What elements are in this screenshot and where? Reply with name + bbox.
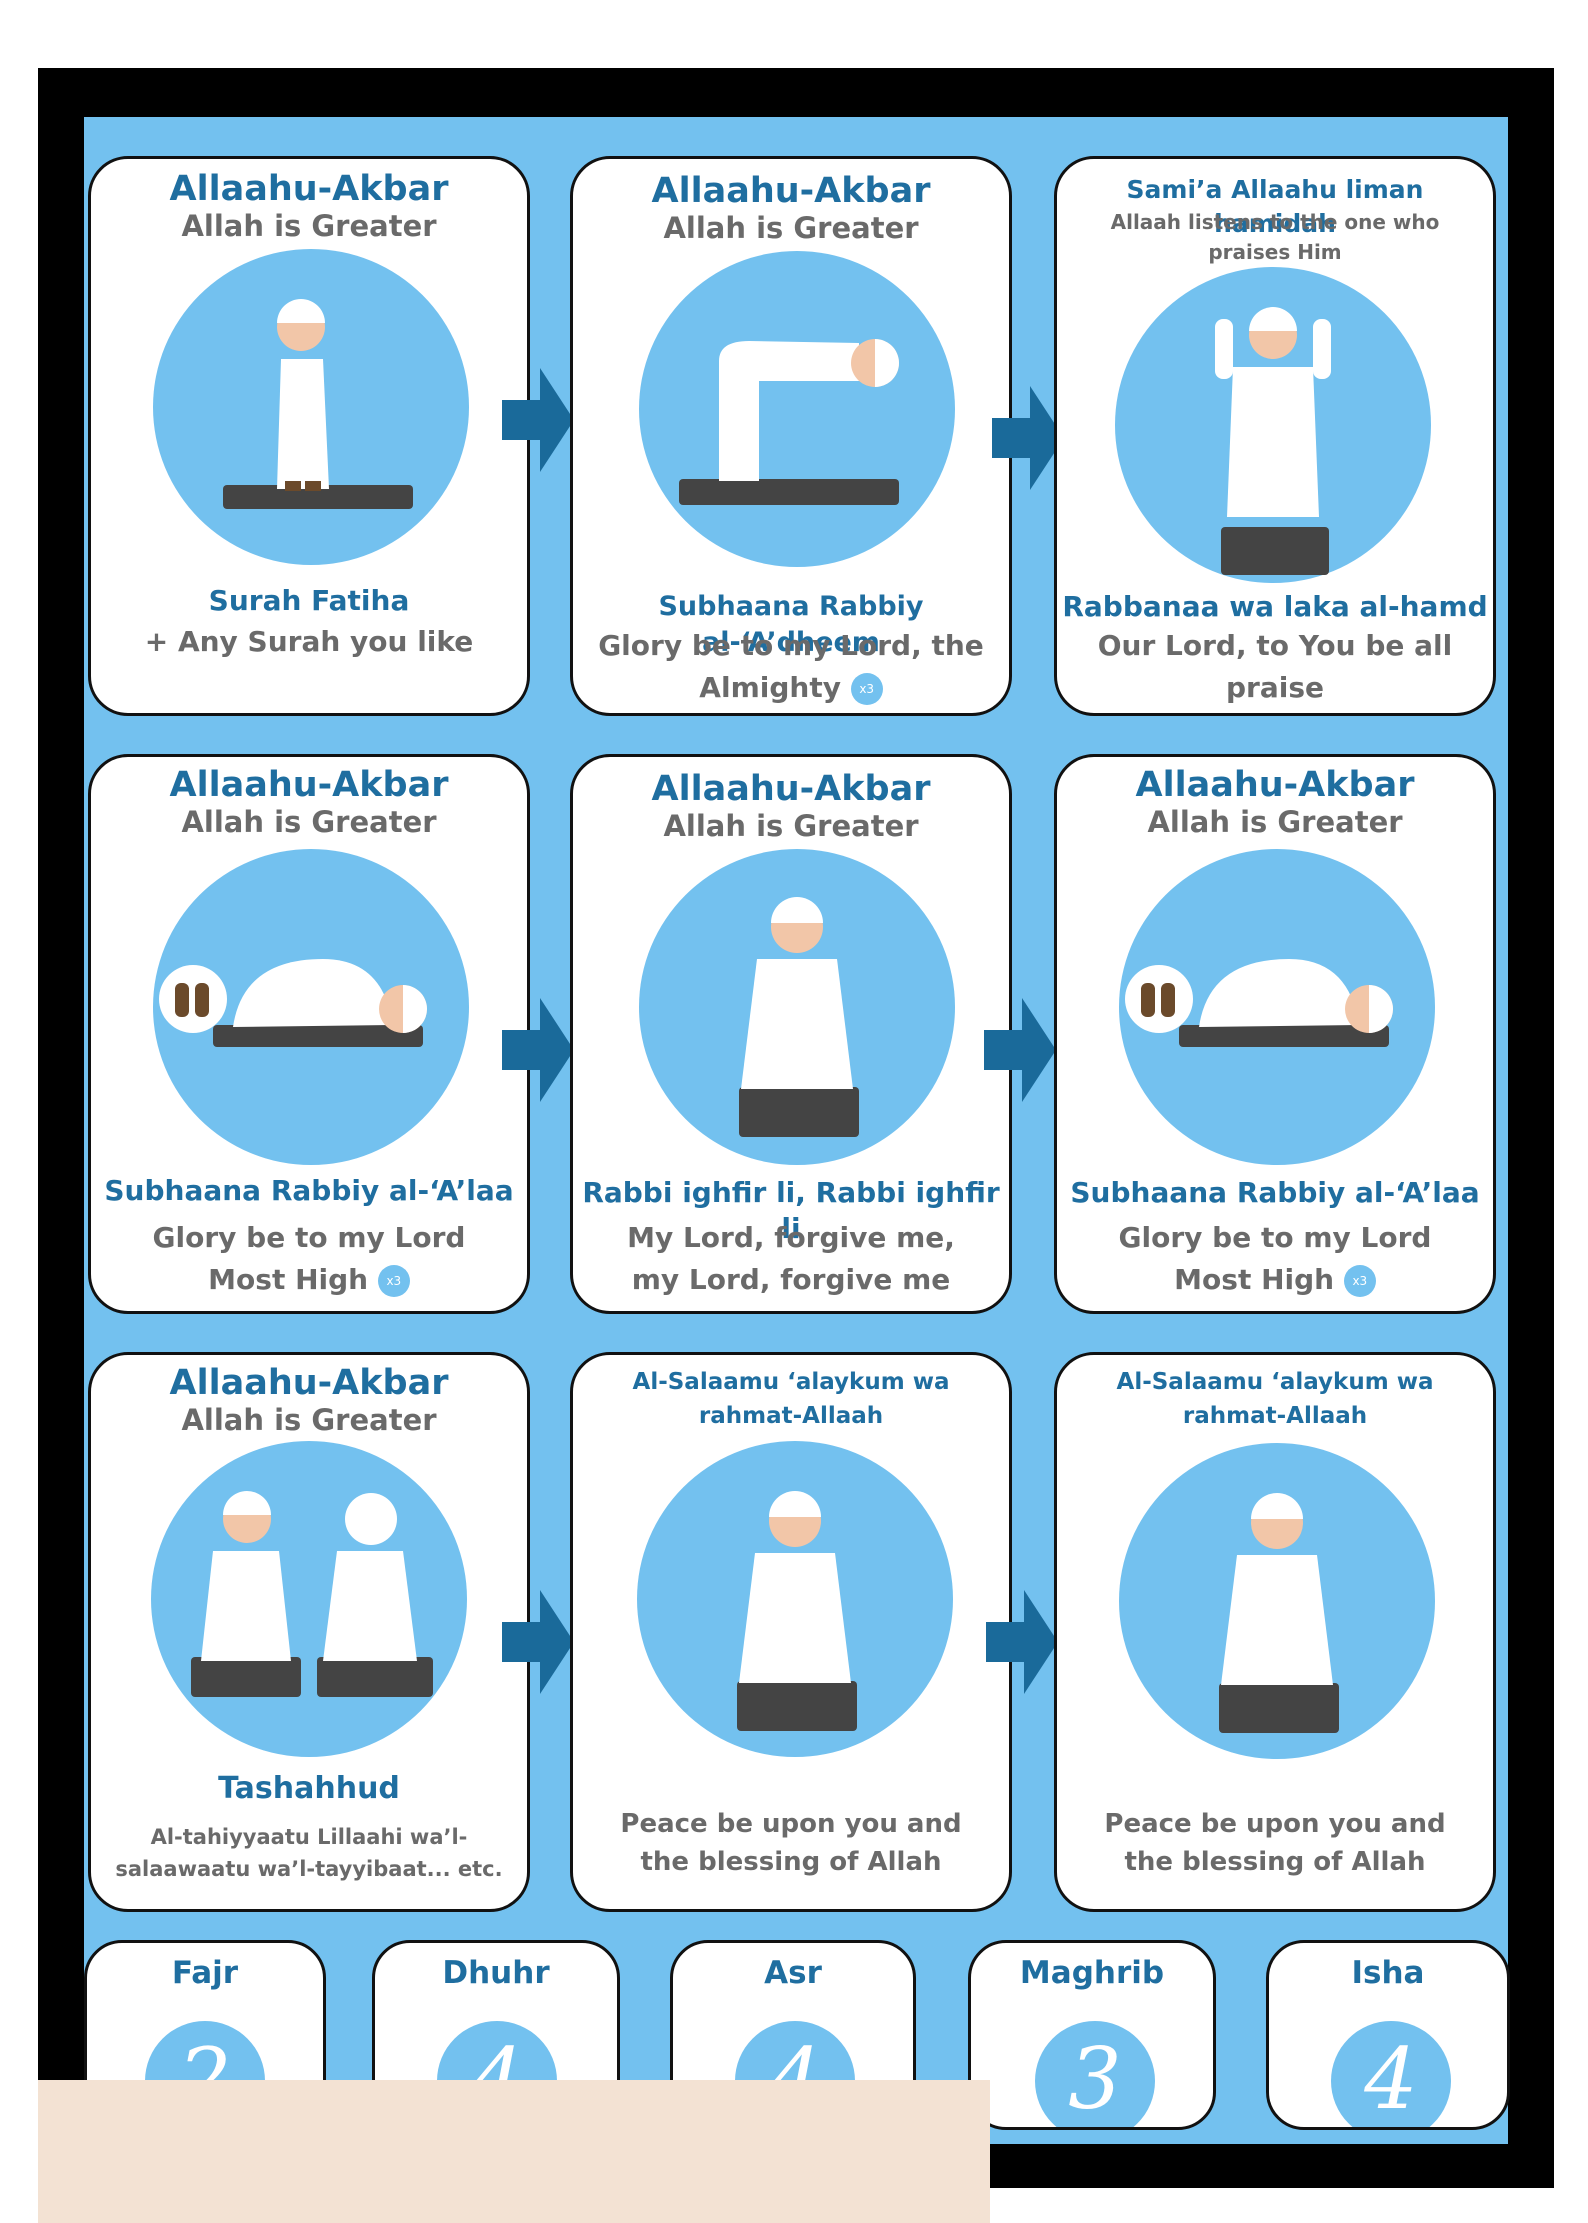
step-translation: Peace be upon you and the blessing of Al… (620, 1809, 962, 1877)
step-phrase: Subhaana Rabbiy al-‘A’laa (104, 1174, 514, 1207)
arrow-right-icon (502, 368, 574, 472)
step-phrase: Rabbi ighfir li, Rabbi ighfir li (582, 1176, 1000, 1245)
step-translation: My Lord, forgive me, my Lord, forgive me (627, 1221, 955, 1296)
pose-illustration-sitting (639, 849, 955, 1165)
step-phrase: Subhaana Rabbiy al-‘A’dheem (658, 591, 924, 658)
prayer-card-isha: Isha 4 (1266, 1940, 1510, 2130)
step-title: Sami’a Allaahu liman hamidah (1126, 175, 1424, 238)
step-translation: Glory be to my Lord Most High x3 (1087, 1217, 1463, 1301)
pose-illustration-sitting (1119, 1443, 1435, 1759)
prayer-name: Maghrib (1019, 1955, 1165, 1991)
pose-illustration-standing (153, 249, 469, 565)
pose-illustration-bowing (639, 251, 955, 567)
step-card-8: Al-Salaamu ‘alaykum wa rahmat-Allaah Pea… (570, 1352, 1012, 1912)
step-subtitle: Allaah listens to the one who praises Hi… (1110, 210, 1440, 264)
step-subtitle: Allah is Greater (181, 1403, 437, 1437)
step-title: Allaahu-Akbar (169, 1363, 449, 1403)
step-translation: Peace be upon you and the blessing of Al… (1104, 1809, 1446, 1877)
prayer-name: Isha (1351, 1955, 1425, 1991)
pose-illustration-tashahhud (151, 1441, 467, 1757)
step-subtitle: Allah is Greater (663, 211, 919, 245)
step-card-7: Allaahu-Akbar Allah is Greater Tashahhud… (88, 1352, 530, 1912)
step-subtitle: Allah is Greater (181, 209, 437, 243)
prayer-name: Dhuhr (442, 1955, 550, 1991)
pose-illustration-rising (1115, 267, 1431, 583)
pose-illustration-prostrating (153, 849, 469, 1165)
step-translation: + Any Surah you like (144, 625, 474, 658)
arrow-right-icon (502, 1590, 574, 1694)
translation-text: Glory be to my Lord Most High (152, 1221, 466, 1296)
step-phrase: Subhaana Rabbiy al-‘A’laa (1070, 1176, 1480, 1209)
arrow-right-icon (992, 386, 1064, 490)
step-phrase: Surah Fatiha (208, 584, 410, 617)
step-phrase: Tashahhud (218, 1771, 400, 1806)
arrow-right-icon (984, 998, 1056, 1102)
step-title: Allaahu-Akbar (651, 171, 931, 211)
step-title: Allaahu-Akbar (1135, 765, 1415, 805)
step-card-5: Allaahu-Akbar Allah is Greater Rabbi igh… (570, 754, 1012, 1314)
pose-illustration-prostrating (1119, 849, 1435, 1165)
step-translation: Al-tahiyyaatu Lillaahi wa’l-salaawaatu w… (115, 1825, 503, 1881)
prayer-name: Asr (764, 1955, 822, 1991)
rakat-count: 3 (1035, 2021, 1155, 2127)
step-card-9: Al-Salaamu ‘alaykum wa rahmat-Allaah Pea… (1054, 1352, 1496, 1912)
step-card-2: Allaahu-Akbar Allah is Greater Subhaana … (570, 156, 1012, 716)
repeat-badge: x3 (1343, 1265, 1376, 1297)
paper-overlay (38, 2080, 990, 2223)
pose-illustration-sitting (637, 1441, 953, 1757)
repeat-badge: x3 (850, 673, 883, 705)
step-subtitle: Allah is Greater (181, 805, 437, 839)
repeat-badge: x3 (377, 1265, 410, 1297)
step-card-6: Allaahu-Akbar Allah is Greater Subhaana … (1054, 754, 1496, 1314)
step-translation: Glory be to my Lord, the Almighty x3 (591, 625, 991, 709)
step-title: Allaahu-Akbar (169, 765, 449, 805)
step-card-4: Allaahu-Akbar Allah is Greater Subhaana … (88, 754, 530, 1314)
step-title: Al-Salaamu ‘alaykum wa rahmat-Allaah (632, 1369, 950, 1429)
step-subtitle: Allah is Greater (1147, 805, 1403, 839)
arrow-right-icon (502, 998, 574, 1102)
step-translation: Glory be to my Lord Most High x3 (121, 1217, 497, 1301)
step-translation: Our Lord, to You be all praise (1097, 629, 1453, 704)
rakat-count: 4 (1331, 2021, 1451, 2127)
step-subtitle: Allah is Greater (663, 809, 919, 843)
step-card-1: Allaahu-Akbar Allah is Greater Surah Fat… (88, 156, 530, 716)
translation-text: Glory be to my Lord Most High (1118, 1221, 1432, 1296)
prayer-card-maghrib: Maghrib 3 (968, 1940, 1216, 2130)
step-phrase: Rabbanaa wa laka al-hamd (1062, 590, 1488, 623)
arrow-right-icon (986, 1590, 1058, 1694)
step-title: Al-Salaamu ‘alaykum wa rahmat-Allaah (1116, 1369, 1434, 1429)
step-title: Allaahu-Akbar (169, 169, 449, 209)
step-title: Allaahu-Akbar (651, 769, 931, 809)
prayer-name: Fajr (171, 1955, 239, 1991)
translation-text: Glory be to my Lord, the Almighty (598, 629, 984, 704)
step-card-3: Sami’a Allaahu liman hamidah Allaah list… (1054, 156, 1496, 716)
